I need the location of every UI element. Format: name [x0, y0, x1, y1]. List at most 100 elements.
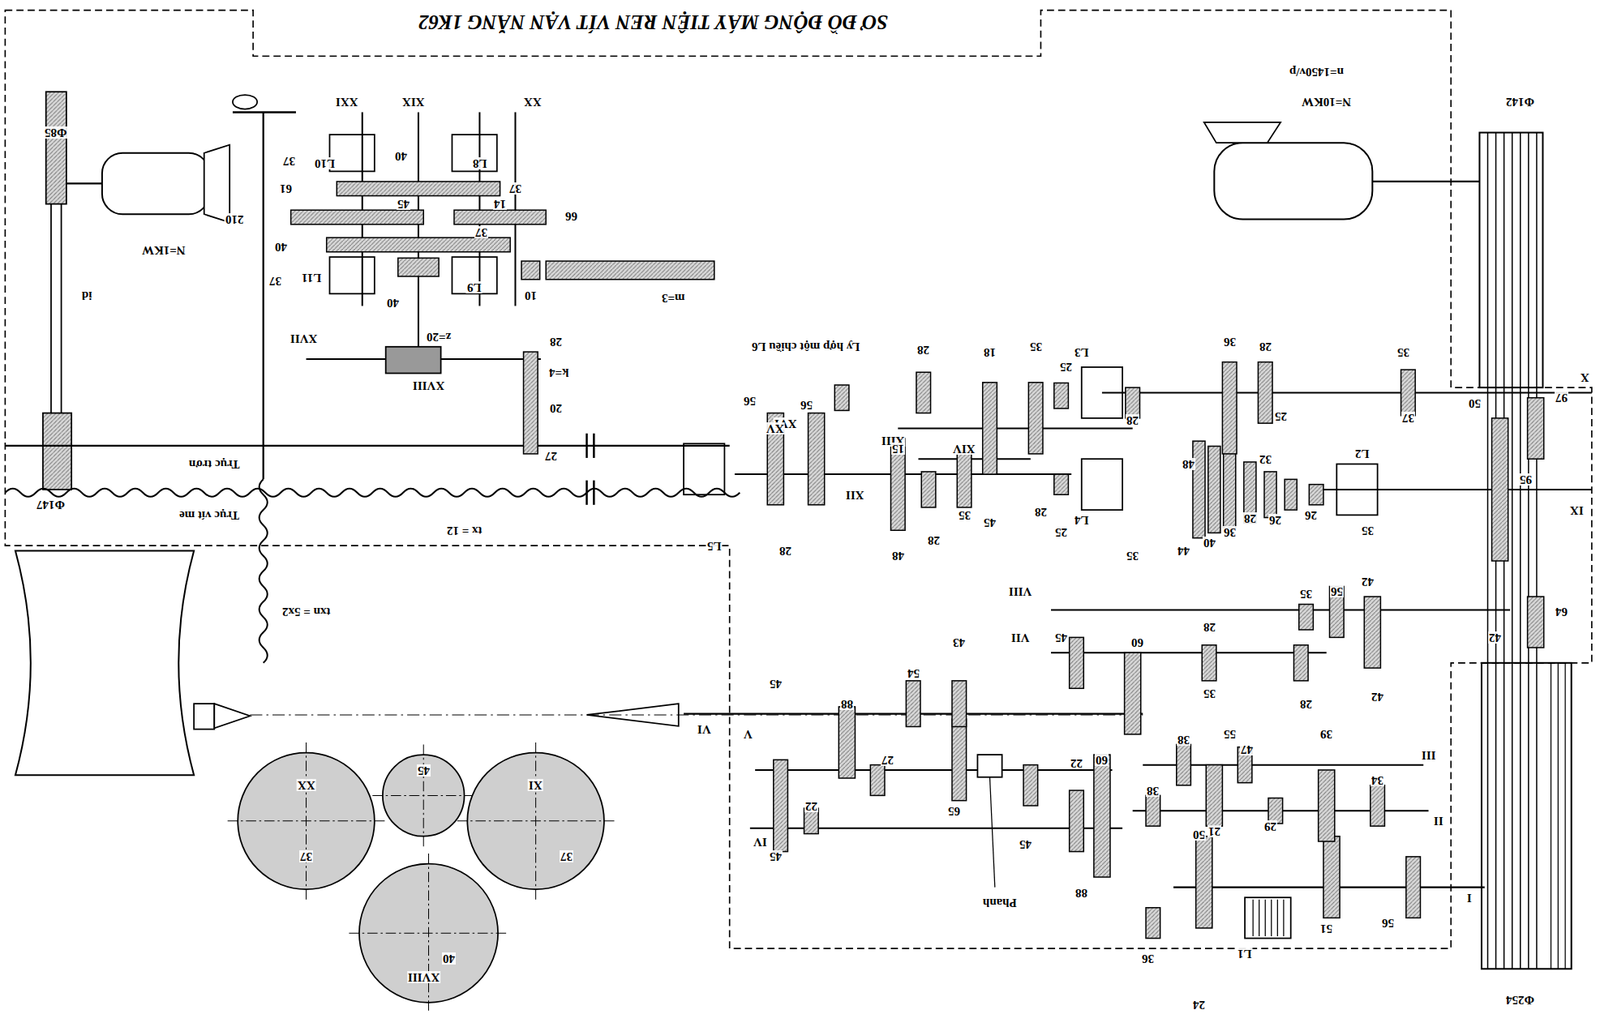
gear — [952, 719, 967, 802]
callout-number: 36 — [1141, 952, 1155, 966]
callout-number: 28 — [926, 534, 941, 547]
callout-number: N=1KW — [141, 244, 187, 257]
gear — [916, 372, 931, 413]
gear — [808, 413, 825, 506]
callout-number: 28 — [778, 544, 793, 558]
pulley-d147 — [42, 413, 72, 490]
callout-number: 45 — [768, 850, 783, 863]
axis-line — [249, 714, 1143, 716]
gear — [1492, 418, 1509, 562]
callout-number: 24 — [1192, 999, 1206, 1012]
callout-number: 66 — [564, 210, 579, 223]
gear — [1176, 744, 1192, 785]
callout-number: 40 — [394, 150, 408, 163]
callout-number: 48 — [891, 549, 906, 562]
callout-number: 44 — [1176, 544, 1191, 558]
callout-number: XI — [527, 779, 544, 792]
callout-number: 22 — [1069, 757, 1084, 770]
callout-number: 39 — [1319, 728, 1334, 741]
callout-number: 210 — [224, 213, 245, 226]
centre-line — [535, 742, 537, 901]
shaft — [1316, 489, 1592, 491]
callout-number: L3 — [1073, 346, 1090, 359]
callout-number: XX — [523, 95, 543, 108]
callout-number: 37 — [268, 274, 283, 288]
callout-number: 26 — [1304, 509, 1318, 522]
callout-number: L10 — [313, 157, 336, 170]
tailstock — [15, 550, 194, 776]
callout-number: 36 — [1222, 526, 1237, 539]
shaft — [1102, 391, 1592, 394]
callout-number: 45 — [1054, 631, 1069, 644]
drawing-title: SƠ ĐỒ ĐỘNG MÁY TIỆN REN VÍT VẠN NĂNG 1K6… — [415, 12, 892, 33]
coupling — [585, 480, 588, 506]
gear — [1069, 790, 1085, 852]
callout-number: 25 — [1059, 360, 1073, 374]
callout-number: Trục vít me — [178, 509, 241, 522]
gear — [956, 451, 972, 508]
callout-number: tx = 12 — [446, 524, 484, 537]
centre-line — [428, 853, 429, 1013]
clutch — [1336, 463, 1377, 515]
rapid-motor — [102, 153, 210, 215]
callout-number: 26 — [1268, 514, 1283, 527]
friction-plate — [1265, 900, 1266, 937]
gear — [1308, 484, 1324, 506]
callout-number: XX — [296, 779, 317, 792]
callout-number: 22 — [804, 800, 819, 813]
callout-number: II — [1432, 815, 1445, 828]
callout-number: L8 — [471, 157, 489, 170]
gear — [398, 257, 439, 277]
callout-number: 20 — [549, 402, 563, 415]
callout-number: 35 — [1360, 524, 1375, 537]
gear — [326, 237, 511, 253]
leader-line — [990, 777, 996, 888]
gear — [952, 681, 967, 728]
callout-number: III — [1420, 749, 1437, 762]
motor-fan — [1204, 122, 1281, 143]
belt-line — [1487, 132, 1489, 970]
callout-number: XVIII — [407, 971, 441, 984]
gear — [1093, 754, 1111, 878]
pulley-d85 — [46, 91, 67, 204]
gear — [982, 382, 998, 475]
gear — [1527, 596, 1545, 648]
callout-number: XV — [765, 422, 785, 435]
callout-number: 97 — [1554, 391, 1569, 404]
centre-line — [305, 742, 307, 901]
callout-number: 28 — [1202, 621, 1217, 634]
callout-number: XII — [845, 489, 866, 502]
gear — [1527, 398, 1545, 459]
gear — [1192, 441, 1206, 539]
callout-number: VI — [696, 723, 713, 736]
gear — [454, 210, 546, 225]
callout-number: L4 — [1073, 514, 1090, 527]
callout-number: 34 — [1370, 774, 1385, 787]
callout-number: 25 — [1273, 410, 1288, 423]
callout-number: L2 — [1354, 447, 1371, 460]
callout-number: 29 — [1263, 820, 1278, 833]
callout-number: 14 — [493, 197, 507, 211]
callout-number: VIII — [1008, 585, 1033, 598]
callout-number: Φ147 — [35, 498, 66, 511]
callout-number: L11 — [300, 271, 322, 284]
lead-screw — [4, 489, 740, 498]
shaft — [478, 111, 481, 306]
friction-plate — [1270, 900, 1272, 937]
gear — [1124, 652, 1142, 735]
callout-number: 50 — [1467, 397, 1482, 410]
callout-number: 37 — [474, 226, 489, 239]
pulley-groove — [1557, 663, 1559, 970]
worm — [386, 347, 442, 374]
gear — [523, 351, 539, 455]
callout-number: XVIII — [411, 379, 446, 392]
belt-line — [1527, 132, 1530, 970]
housing-outline — [4, 10, 1592, 950]
belt-line — [1535, 132, 1538, 970]
gear — [1054, 474, 1069, 495]
callout-number: 38 — [1176, 733, 1191, 747]
pulley-d142 — [1479, 132, 1543, 389]
gear — [870, 765, 885, 797]
callout-number: 40 — [441, 952, 456, 966]
